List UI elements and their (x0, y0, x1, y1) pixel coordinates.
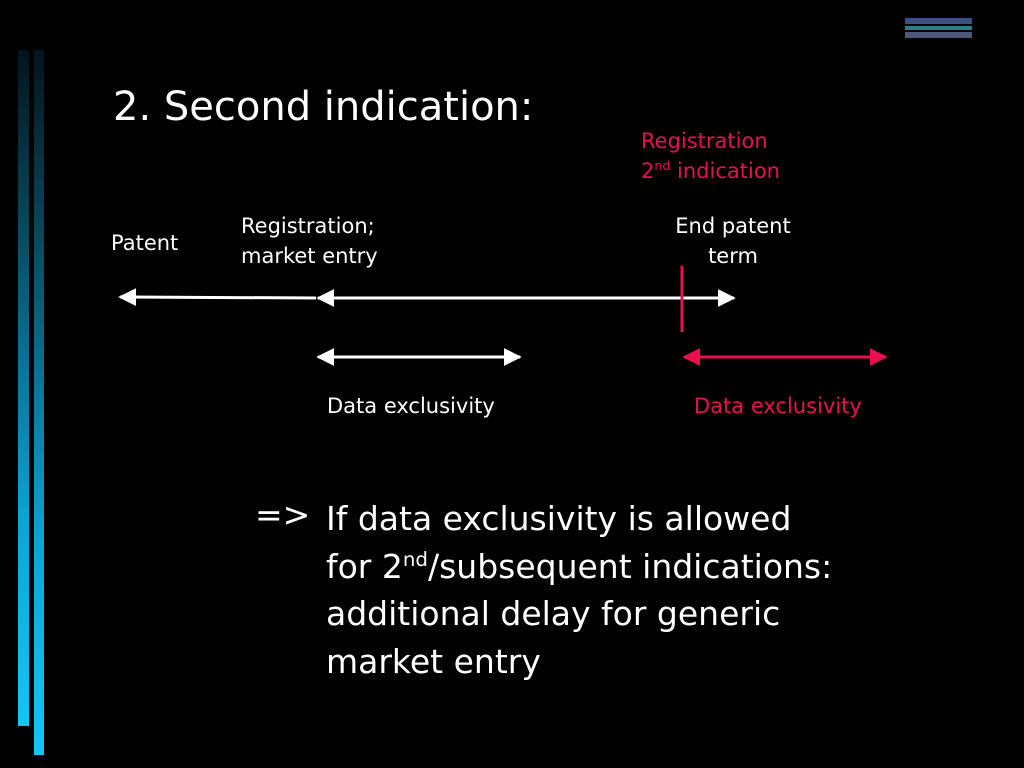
data-exclusivity-label-1: Data exclusivity (327, 394, 495, 418)
patent-label: Patent (111, 231, 179, 255)
conclusion-note: If data exclusivity is allowed for 2nd/s… (326, 499, 833, 681)
data-exclusivity-label-2: Data exclusivity (694, 394, 862, 418)
corner-stripe-top (905, 18, 972, 24)
registration-2nd-label: Registration 2nd indication (641, 129, 780, 183)
patent-period-arrow (118, 288, 317, 307)
side-bar-right (34, 50, 44, 755)
note-arrow-prefix: => (255, 495, 311, 534)
corner-stripe-bottom (905, 32, 972, 38)
registration-market-entry-label: Registration; market entry (241, 214, 378, 268)
end-patent-term-label: End patent term (675, 214, 791, 268)
corner-stripe-middle (905, 26, 972, 30)
page-title: 2. Second indication: (113, 84, 534, 130)
side-bar-left (18, 50, 29, 726)
